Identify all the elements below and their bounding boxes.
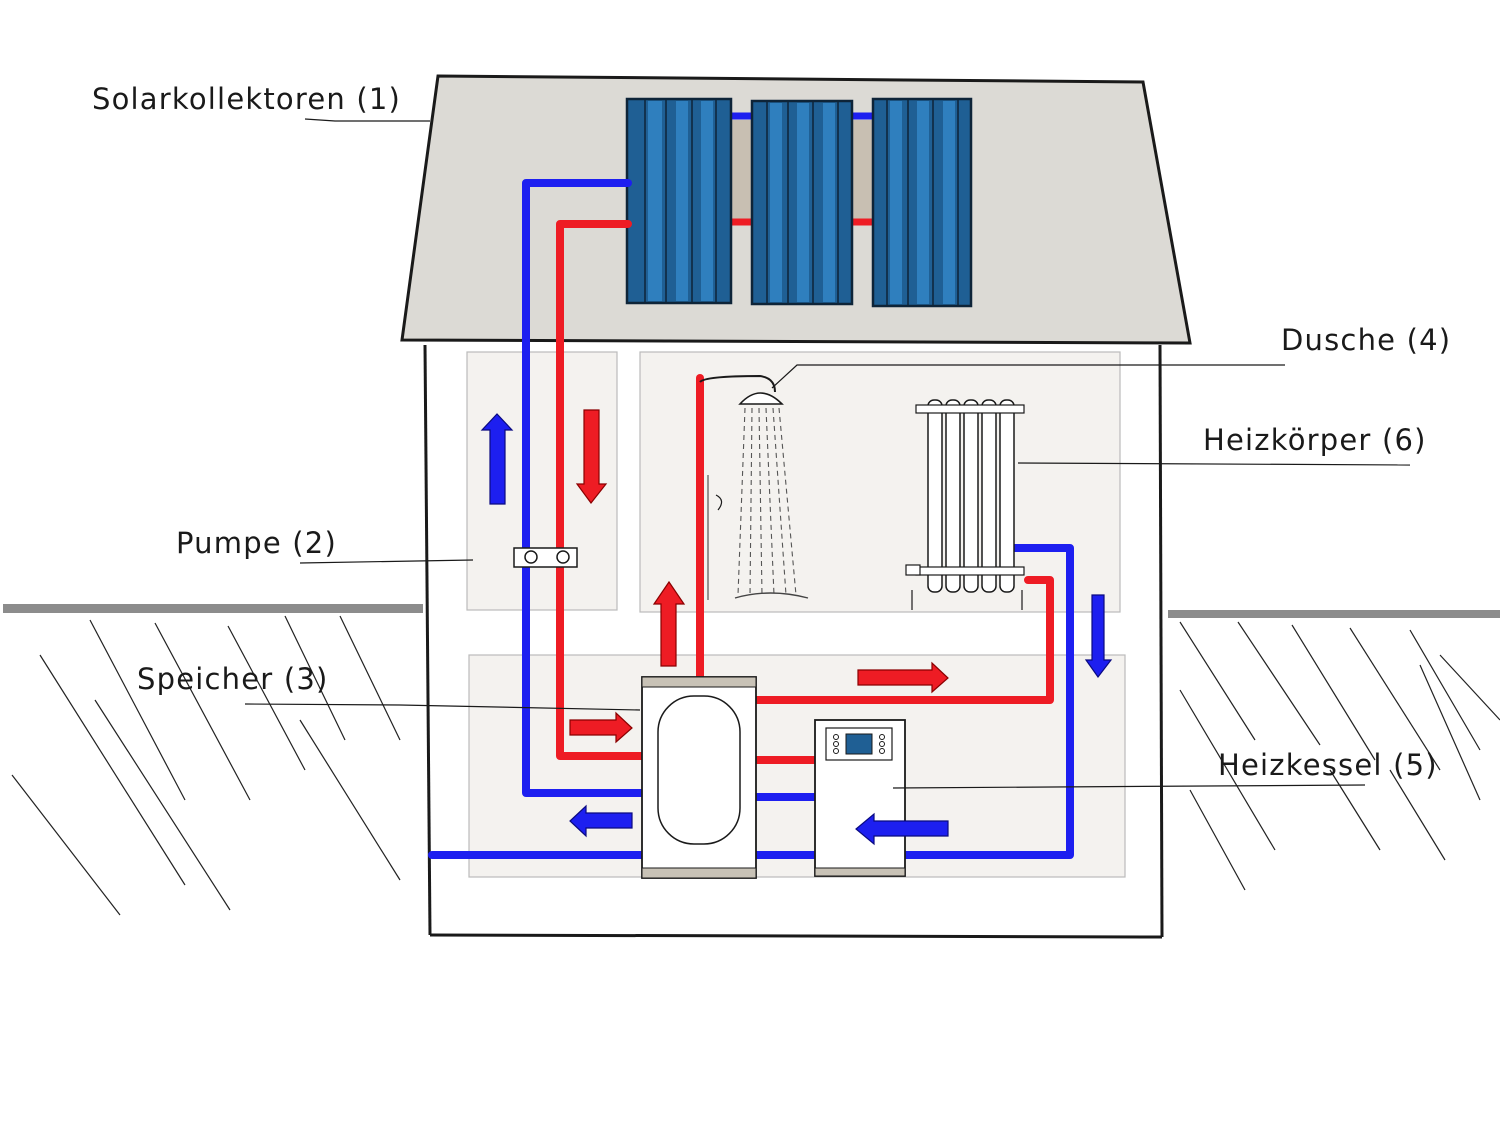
solar-collectors bbox=[625, 97, 973, 308]
shower-floor bbox=[734, 592, 809, 599]
solar-panel bbox=[625, 97, 733, 305]
arrow-left-blue bbox=[855, 812, 949, 846]
arrow-down-red bbox=[575, 409, 608, 504]
room-bathroom bbox=[639, 351, 1121, 613]
water-spray bbox=[737, 407, 797, 596]
shower-arm bbox=[699, 374, 776, 393]
leader-storage bbox=[244, 703, 641, 711]
label-shower: Dusche (4) bbox=[1281, 323, 1452, 357]
shower-head bbox=[738, 392, 784, 405]
radiator-return-pipe bbox=[753, 544, 1074, 859]
soil-hatching bbox=[11, 615, 1500, 916]
storage-tank bbox=[641, 676, 757, 879]
solar-return-pipe bbox=[522, 179, 704, 797]
house-walls bbox=[423, 344, 1164, 939]
arrow-left-blue bbox=[569, 804, 633, 838]
leader-pump bbox=[299, 559, 474, 564]
ground-line-left bbox=[3, 604, 423, 613]
solar-panel bbox=[871, 97, 973, 308]
radiator-flow-pipe bbox=[751, 576, 1054, 704]
ground bbox=[3, 604, 1500, 916]
pump bbox=[513, 547, 578, 568]
flow-arrows bbox=[480, 409, 1113, 846]
label-storage-tank: Speicher (3) bbox=[137, 662, 329, 696]
label-radiator: Heizkörper (6) bbox=[1203, 423, 1427, 457]
ground-line-right bbox=[1168, 610, 1500, 618]
leader-boiler bbox=[892, 784, 1366, 789]
label-boiler: Heizkessel (5) bbox=[1218, 748, 1438, 782]
shower bbox=[699, 374, 809, 600]
leader-solar bbox=[304, 118, 430, 122]
label-pump: Pumpe (2) bbox=[176, 526, 337, 560]
leader-lines bbox=[244, 118, 1411, 789]
arrow-right-red bbox=[569, 711, 633, 744]
solar-panel bbox=[750, 99, 854, 306]
label-solar-collectors: Solarkollektoren (1) bbox=[92, 82, 402, 116]
room-basement bbox=[468, 654, 1126, 878]
boiler bbox=[814, 719, 906, 877]
arrow-up-blue bbox=[480, 413, 514, 505]
solar-flow-pipe bbox=[556, 220, 679, 760]
leader-radiator bbox=[1017, 462, 1411, 466]
arrow-up-red bbox=[652, 580, 686, 667]
boiler-display bbox=[845, 733, 873, 755]
arrow-right-red bbox=[857, 661, 949, 694]
leader-shower bbox=[771, 364, 1285, 389]
radiator bbox=[905, 399, 1025, 610]
arrow-down-blue bbox=[1084, 594, 1113, 679]
